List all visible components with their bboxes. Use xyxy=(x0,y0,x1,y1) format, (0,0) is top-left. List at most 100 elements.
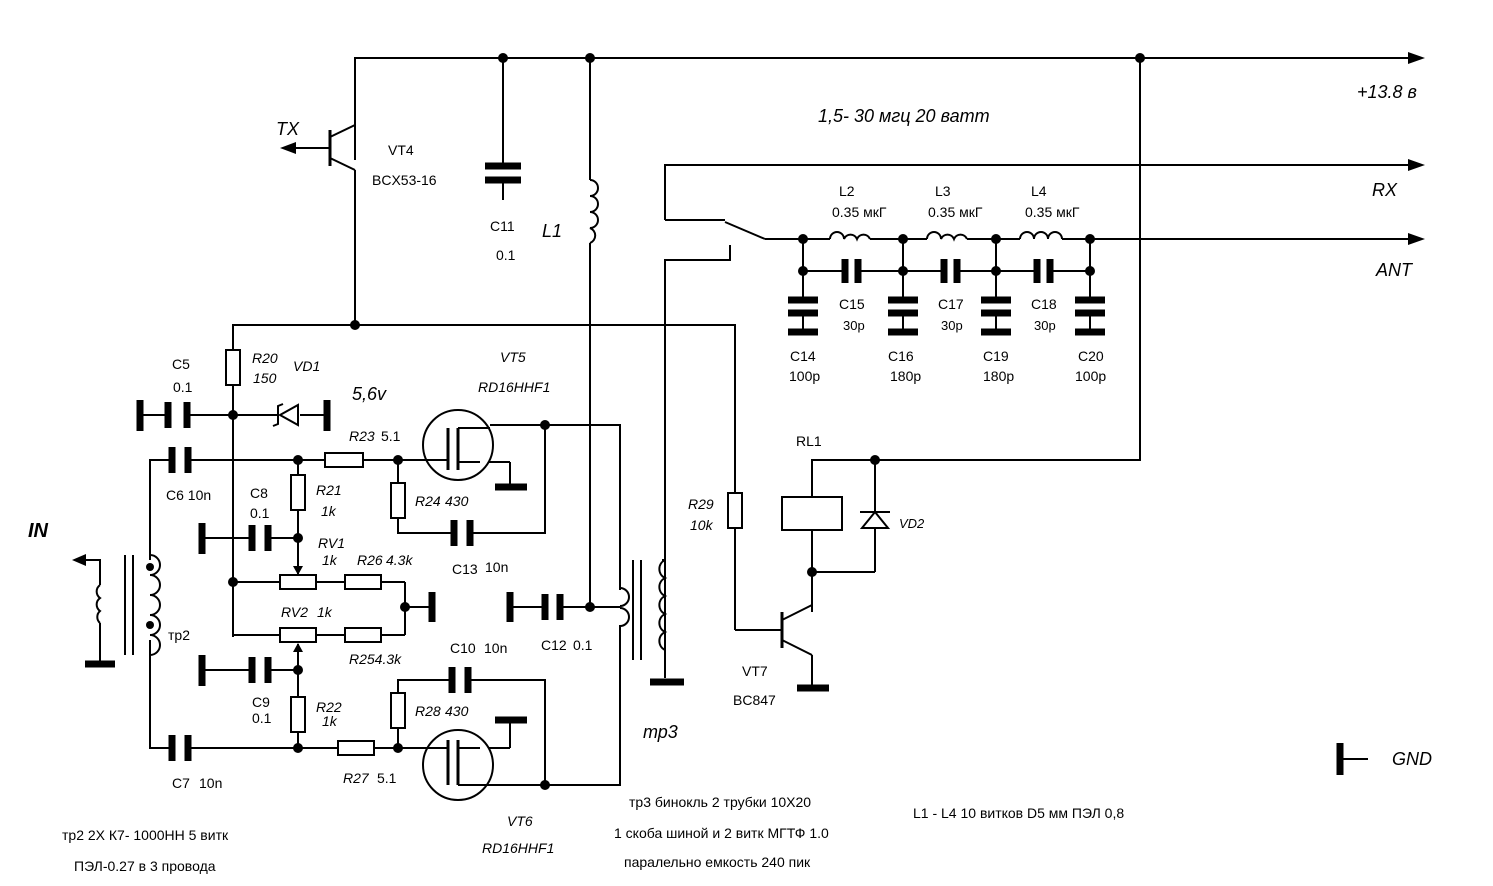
note-tr3-line2: 1 скоба шиной и 2 витк МГТФ 1.0 xyxy=(614,825,829,841)
capacitor-c6 xyxy=(168,447,192,473)
note-tr3-line3: паралельно емкость 240 пик xyxy=(624,854,811,870)
rx-port-label: RX xyxy=(1372,180,1398,200)
c7-ref: C7 xyxy=(172,775,190,791)
vt6-ref: VT6 xyxy=(507,813,533,829)
c15-ref: C15 xyxy=(839,296,865,312)
ant-port-label: ANT xyxy=(1375,260,1414,280)
transformer-tr3 xyxy=(619,559,668,660)
inductor-l2 xyxy=(829,231,871,242)
junction-dots xyxy=(228,53,1145,790)
rv2-value: 1k xyxy=(317,604,333,620)
vt4-ref: VT4 xyxy=(388,142,414,158)
c12-value: 0.1 xyxy=(573,637,593,653)
vt7-type: BC847 xyxy=(733,692,776,708)
capacitor-c16 xyxy=(888,296,918,336)
c11-ref: C11 xyxy=(490,218,515,234)
r24-value: 430 xyxy=(445,493,469,509)
l4-value: 0.35 мкГ xyxy=(1025,204,1080,220)
c20-value: 100p xyxy=(1075,368,1106,384)
resistor-r22 xyxy=(290,696,306,733)
rv1-value: 1k xyxy=(322,552,338,568)
r27-value: 5.1 xyxy=(377,770,397,786)
c5-ref: C5 xyxy=(172,356,190,372)
rl1-ref: RL1 xyxy=(796,433,822,449)
capacitor-c12 xyxy=(541,594,564,620)
capacitor-c13 xyxy=(450,520,474,546)
l3-value: 0.35 мкГ xyxy=(928,204,983,220)
r28-ref: R28 xyxy=(415,703,441,719)
wiring xyxy=(85,52,1425,786)
vt5-type: RD16HHF1 xyxy=(478,379,550,395)
resistor-r26 xyxy=(344,574,382,590)
resistor-r29 xyxy=(727,492,743,529)
potentiometer-rv1 xyxy=(279,560,317,590)
resistor-r28 xyxy=(390,692,406,729)
capacitor-c20 xyxy=(1075,296,1105,336)
resistor-r23 xyxy=(324,452,364,468)
capacitor-c9 xyxy=(248,657,272,683)
r23-ref: R23 xyxy=(349,428,375,444)
rv2-ref: RV2 xyxy=(281,604,308,620)
capacitor-c10 xyxy=(448,667,472,693)
c7-value: 10n xyxy=(199,775,222,791)
l2-ref: L2 xyxy=(839,183,855,199)
c19-ref: C19 xyxy=(983,348,1009,364)
zener-vd1 xyxy=(272,403,299,427)
c8-ref: C8 xyxy=(250,485,268,501)
c6-ref: C6 10n xyxy=(166,487,211,503)
c11-value: 0.1 xyxy=(496,247,516,263)
capacitor-c18 xyxy=(1033,259,1054,283)
capacitor-c7 xyxy=(168,735,192,761)
r27-ref: R27 xyxy=(343,770,370,786)
l2-value: 0.35 мкГ xyxy=(832,204,887,220)
c20-ref: C20 xyxy=(1078,348,1104,364)
c8-value: 0.1 xyxy=(250,505,270,521)
mosfet-vt6 xyxy=(422,729,494,801)
resistor-r27 xyxy=(337,740,375,756)
in-port-label: IN xyxy=(28,520,49,542)
inductor-l3 xyxy=(926,231,968,242)
relay-rl1 xyxy=(781,496,843,531)
tr2-ref: тр2 xyxy=(168,627,190,643)
r26-ref: R26 xyxy=(357,552,383,568)
note-tr2-line1: тр2 2Х К7- 1000НН 5 витк xyxy=(62,827,229,843)
r29-ref: R29 xyxy=(688,496,714,512)
resistor-r25 xyxy=(344,627,382,643)
inductor-l4 xyxy=(1019,231,1063,240)
mosfet-vt5 xyxy=(422,409,494,481)
c13-value: 10n xyxy=(485,559,508,575)
note-coils: L1 - L4 10 витков D5 мм ПЭЛ 0,8 xyxy=(913,805,1124,821)
c14-value: 100p xyxy=(789,368,820,384)
r22-value: 1k xyxy=(322,713,338,729)
vt4-type: BCX53-16 xyxy=(372,172,437,188)
capacitor-c19 xyxy=(981,296,1011,336)
c18-value: 30p xyxy=(1034,318,1056,333)
supply-label: +13.8 в xyxy=(1357,82,1417,102)
gnd-legend-label: GND xyxy=(1392,749,1432,769)
resistor-r20 xyxy=(225,349,241,386)
r20-ref: R20 xyxy=(252,350,278,366)
c18-ref: C18 xyxy=(1031,296,1057,312)
c12-ref: C12 xyxy=(541,637,567,653)
r24-ref: R24 xyxy=(415,493,441,509)
c15-value: 30p xyxy=(843,318,865,333)
r28-value: 430 xyxy=(445,703,469,719)
capacitor-c15 xyxy=(841,259,862,283)
r29-value: 10k xyxy=(690,517,714,533)
c5-value: 0.1 xyxy=(173,379,193,395)
r26-value: 4.3k xyxy=(386,552,413,568)
vd2-ref: VD2 xyxy=(899,516,925,531)
c17-ref: C17 xyxy=(938,296,964,312)
r21-ref: R21 xyxy=(316,482,342,498)
vt6-type: RD16HHF1 xyxy=(482,840,554,856)
resistor-r24 xyxy=(390,482,406,519)
l3-ref: L3 xyxy=(935,183,951,199)
c9-ref: C9 xyxy=(252,694,270,710)
capacitor-c17 xyxy=(940,259,961,283)
diode-vd2 xyxy=(859,510,891,529)
l4-ref: L4 xyxy=(1031,183,1047,199)
r23-value: 5.1 xyxy=(381,428,401,444)
rv1-ref: RV1 xyxy=(318,535,345,551)
vd1-value: 5,6v xyxy=(352,384,387,404)
